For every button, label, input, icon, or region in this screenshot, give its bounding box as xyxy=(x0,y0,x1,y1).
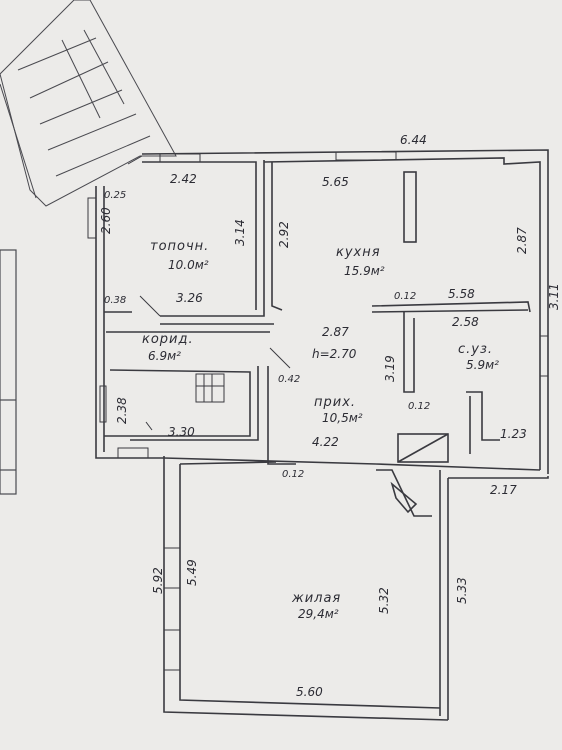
adjacent-structure xyxy=(0,249,17,495)
dim-3-14: 3.14 xyxy=(233,219,247,246)
walls xyxy=(95,149,549,721)
exterior-stairs xyxy=(0,0,177,207)
dim-edge: 3.11 xyxy=(547,283,561,310)
dim-2-60: 2.60 xyxy=(99,207,113,234)
dim-2-92: 2.92 xyxy=(277,221,291,248)
dim-2-38: 2.38 xyxy=(115,397,129,424)
ceiling-height-note: h=2.70 xyxy=(312,347,357,361)
dim-0-12-kitchen: 0.12 xyxy=(394,291,417,302)
room-name-korid: корид. xyxy=(142,332,194,347)
room-area-zhilaya: 29,4м² xyxy=(298,607,339,621)
room-name-prikh: прих. xyxy=(314,395,357,410)
room-name-kukhnya: кухня xyxy=(336,245,381,260)
room-area-topochn: 10.0м² xyxy=(168,258,209,272)
dim-0-38: 0.38 xyxy=(104,295,127,306)
doors xyxy=(127,155,291,431)
dim-5-32: 5.32 xyxy=(377,587,391,614)
dim-3-19: 3.19 xyxy=(383,355,397,382)
dim-5-33: 5.33 xyxy=(455,577,469,604)
interior-stairs xyxy=(195,373,225,403)
room-area-korid: 6.9м² xyxy=(148,349,181,363)
windows xyxy=(87,151,549,671)
dim-2-58: 2.58 xyxy=(452,315,479,329)
dim-2-17: 2.17 xyxy=(490,483,517,497)
dim-5-49: 5.49 xyxy=(185,559,199,586)
dim-0-12-su: 0.12 xyxy=(408,401,431,412)
room-name-topochn: топочн. xyxy=(150,239,210,254)
dim-5-60: 5.60 xyxy=(296,685,323,699)
dim-2-42: 2.42 xyxy=(170,172,197,186)
dim-3-30: 3.30 xyxy=(168,425,195,439)
dim-5-92: 5.92 xyxy=(151,567,165,594)
dim-3-26: 3.26 xyxy=(176,291,203,305)
dim-6-44: 6.44 xyxy=(400,133,427,147)
dim-5-58: 5.58 xyxy=(448,287,475,301)
dim-0-12-living: 0.12 xyxy=(282,469,305,480)
room-area-prikh: 10,5м² xyxy=(322,411,363,425)
dim-1-23: 1.23 xyxy=(500,427,527,441)
dim-0-25: 0.25 xyxy=(104,190,127,201)
room-area-su: 5.9м² xyxy=(466,358,499,372)
room-name-su: с.уз. xyxy=(458,342,494,357)
room-name-zhilaya: жилая xyxy=(292,591,342,606)
dim-2-87-kitchen: 2.87 xyxy=(515,227,529,254)
dim-2-87-hall: 2.87 xyxy=(322,325,349,339)
dim-0-42: 0.42 xyxy=(278,374,301,385)
dim-4-22: 4.22 xyxy=(312,435,339,449)
room-area-kukhnya: 15.9м² xyxy=(344,264,385,278)
dim-5-65: 5.65 xyxy=(322,175,349,189)
